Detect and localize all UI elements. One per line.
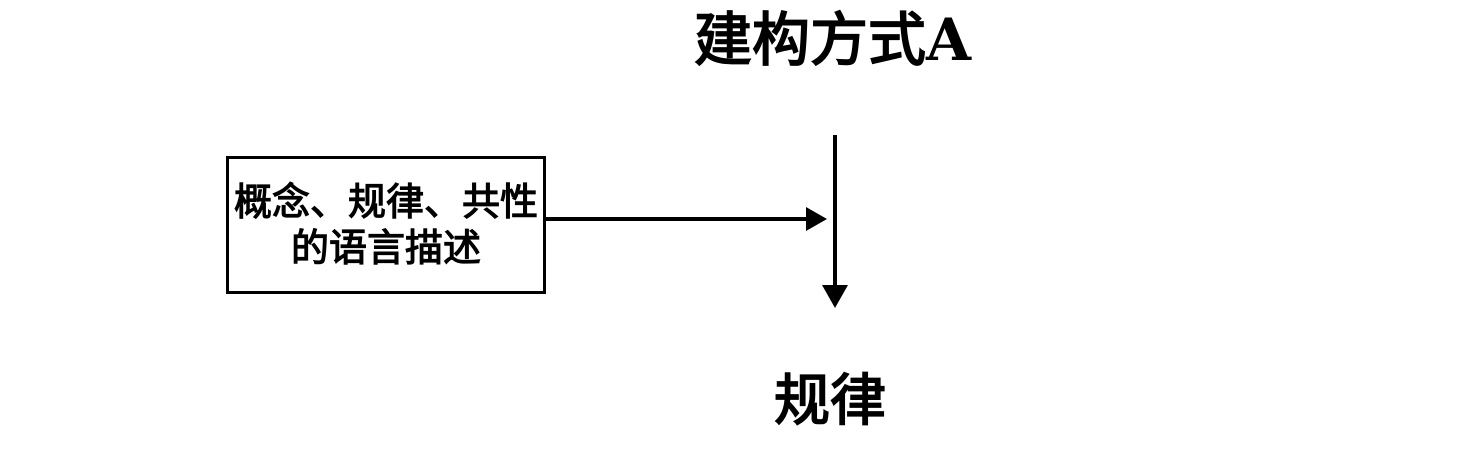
arrow-down-icon	[822, 135, 848, 308]
arrow-right-icon	[546, 207, 827, 231]
concept-description-text: 概念、规律、共性 的语言描述	[233, 179, 538, 270]
result-label: 规律	[774, 368, 886, 434]
concept-description-box: 概念、规律、共性 的语言描述	[226, 156, 546, 294]
diagram-title: 建构方式A	[694, 6, 972, 74]
